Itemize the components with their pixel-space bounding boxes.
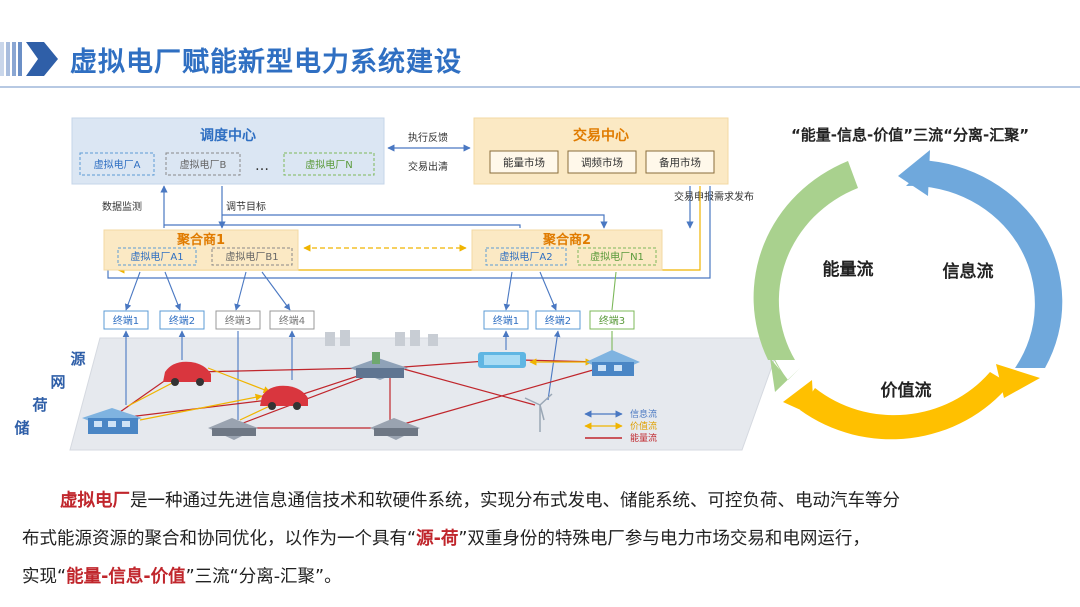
market-frequency: 调频市场 bbox=[581, 156, 623, 169]
title-divider bbox=[0, 86, 1080, 88]
legend-info: 信息流 bbox=[630, 408, 657, 420]
terminal-right-1: 终端1 bbox=[493, 314, 519, 327]
cycle-segment-value bbox=[800, 372, 1010, 440]
legend-value: 价值流 bbox=[630, 420, 657, 432]
ev-car-icon bbox=[163, 361, 211, 386]
market-energy: 能量市场 bbox=[503, 156, 545, 169]
highlight-source-load: 源-荷 bbox=[416, 529, 459, 549]
ground-plane bbox=[69, 337, 783, 451]
three-flow-cycle bbox=[753, 150, 1063, 440]
label-clearing: 交易出清 bbox=[408, 160, 448, 173]
ev-car-2-icon bbox=[260, 385, 308, 410]
building-right-icon bbox=[586, 350, 640, 376]
cycle-title: “能量-信息-价值”三流“分离-汇聚” bbox=[791, 126, 1029, 144]
terminals-right: 终端1 终端2 终端3 bbox=[483, 271, 635, 330]
aggregator-2-plant-n1: 虚拟电厂N1 bbox=[590, 250, 644, 263]
paragraph-line-3-b: ”三流“分离-汇聚”。 bbox=[185, 567, 342, 587]
wind-turbine-icon bbox=[524, 393, 553, 432]
title-bar: 虚拟电厂赋能新型电力系统建设 bbox=[0, 30, 1080, 90]
aggregator-1-title: 聚合商1 bbox=[176, 232, 225, 248]
trade-center-title: 交易中心 bbox=[573, 127, 629, 144]
paragraph-line-1: 虚拟电厂是一种通过先进信息通信技术和软硬件系统，实现分布式发电、储能系统、可控负… bbox=[22, 482, 1062, 520]
label-source: 源 bbox=[70, 350, 85, 368]
trade-center: 交易中心 能量市场 调频市场 备用市场 bbox=[473, 117, 729, 185]
dispatch-plant-b: 虚拟电厂B bbox=[180, 158, 227, 171]
market-reserve: 备用市场 bbox=[659, 156, 701, 169]
description-paragraph: 虚拟电厂是一种通过先进信息通信技术和软硬件系统，实现分布式发电、储能系统、可控负… bbox=[22, 482, 1062, 596]
battery-storage-icon bbox=[208, 418, 258, 440]
dispatch-ellipsis: … bbox=[255, 158, 269, 174]
paragraph-line-3: 实现“能量-信息-价值”三流“分离-汇聚”。 bbox=[22, 558, 1062, 596]
cycle-label-value: 价值流 bbox=[881, 380, 932, 401]
terminal-left-1: 终端1 bbox=[113, 314, 139, 327]
substation-icon bbox=[350, 352, 408, 380]
page-title: 虚拟电厂赋能新型电力系统建设 bbox=[70, 47, 462, 78]
terminal-left-2: 终端2 bbox=[169, 314, 195, 327]
aggregator-1-plant-b1: 虚拟电厂B1 bbox=[225, 250, 278, 263]
label-grid: 网 bbox=[50, 373, 65, 391]
power-plant-icon bbox=[325, 330, 438, 346]
flow-legend: 信息流 价值流 能量流 bbox=[584, 408, 657, 444]
cycle-label-info: 信息流 bbox=[943, 261, 994, 282]
label-demand: 需求发布 bbox=[714, 190, 754, 203]
building-left-icon bbox=[82, 408, 142, 434]
label-storage: 储 bbox=[14, 419, 29, 437]
aggregator-2: 聚合商2 虚拟电厂A2 虚拟电厂N1 bbox=[471, 229, 663, 271]
paragraph-line-1-text: 是一种通过先进信息通信技术和软硬件系统，实现分布式发电、储能系统、可控负荷、电动… bbox=[130, 491, 900, 511]
aggregator-1: 聚合商1 虚拟电厂A1 虚拟电厂B1 bbox=[103, 229, 299, 271]
vpp-architecture-diagram: 调度中心 虚拟电厂A 虚拟电厂B … 虚拟电厂N 交易中心 能量市场 调频市场 … bbox=[14, 117, 1063, 451]
paragraph-line-2-a: 布式能源资源的聚合和协同优化，以作为一个具有“ bbox=[22, 529, 417, 549]
label-target: 调节目标 bbox=[226, 201, 266, 213]
source-grid-load-storage-labels: 源 网 荷 储 bbox=[14, 350, 85, 437]
dispatch-plant-a: 虚拟电厂A bbox=[94, 158, 141, 171]
paragraph-line-2: 布式能源资源的聚合和协同优化，以作为一个具有“源-荷”双重身份的特殊电厂参与电力… bbox=[22, 520, 1062, 558]
terminal-left-4: 终端4 bbox=[279, 314, 305, 327]
label-monitor: 数据监测 bbox=[102, 200, 142, 213]
paragraph-line-3-a: 实现“ bbox=[22, 567, 67, 587]
dispatch-center: 调度中心 虚拟电厂A 虚拟电厂B … 虚拟电厂N bbox=[71, 117, 385, 185]
label-feedback: 执行反馈 bbox=[408, 131, 448, 144]
label-load: 荷 bbox=[32, 396, 47, 414]
legend-energy: 能量流 bbox=[630, 432, 657, 444]
terminal-right-2: 终端2 bbox=[545, 314, 571, 327]
terminals-left: 终端1 终端2 终端3 终端4 bbox=[103, 271, 315, 330]
highlight-vpp: 虚拟电厂 bbox=[60, 491, 130, 511]
paragraph-line-2-b: ”双重身份的特殊电厂参与电力市场交易和电网运行， bbox=[458, 529, 870, 549]
aggregator-2-plant-a2: 虚拟电厂A2 bbox=[499, 250, 552, 263]
center-links: 执行反馈 交易出清 数据监测 调节目标 交易申报 需求发布 bbox=[102, 131, 754, 279]
cycle-segment-info bbox=[906, 160, 1063, 368]
aggregator-1-plant-a1: 虚拟电厂A1 bbox=[130, 250, 183, 263]
title-decoration-icon bbox=[0, 42, 58, 76]
dispatch-center-title: 调度中心 bbox=[200, 127, 256, 144]
label-report: 交易申报 bbox=[674, 190, 714, 203]
cycle-label-energy: 能量流 bbox=[823, 259, 874, 280]
terminal-right-3: 终端3 bbox=[599, 314, 625, 327]
aggregator-2-title: 聚合商2 bbox=[542, 232, 591, 248]
dispatch-plant-n: 虚拟电厂N bbox=[305, 158, 352, 171]
battery-pack-icon bbox=[478, 352, 526, 368]
terminal-left-3: 终端3 bbox=[225, 314, 251, 327]
storage-2-icon bbox=[370, 418, 420, 440]
highlight-three-flows: 能量-信息-价值 bbox=[66, 567, 186, 587]
